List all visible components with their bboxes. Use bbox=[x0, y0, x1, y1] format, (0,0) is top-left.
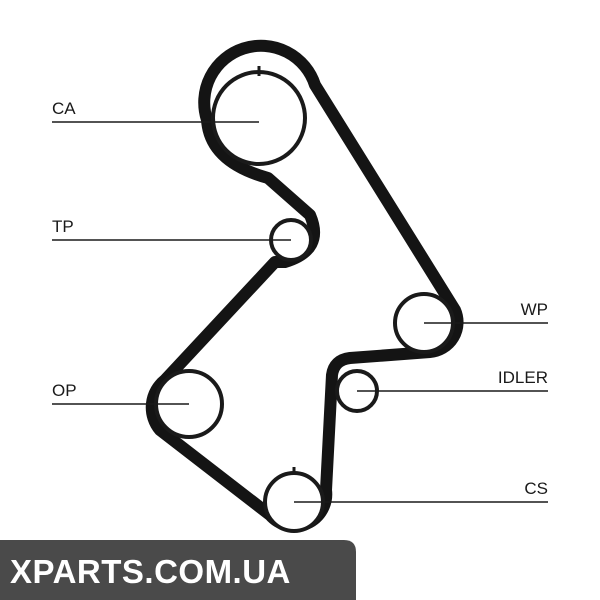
ca-label: CA bbox=[52, 99, 76, 118]
watermark-background bbox=[0, 540, 356, 600]
ca-pulley bbox=[211, 70, 307, 166]
watermark-text: XPARTS.COM.UA bbox=[10, 553, 291, 590]
op-label: OP bbox=[52, 381, 77, 400]
wp-label: WP bbox=[521, 300, 548, 319]
idler-label: IDLER bbox=[498, 368, 548, 387]
cs-label: CS bbox=[524, 479, 548, 498]
tp-label: TP bbox=[52, 217, 74, 236]
